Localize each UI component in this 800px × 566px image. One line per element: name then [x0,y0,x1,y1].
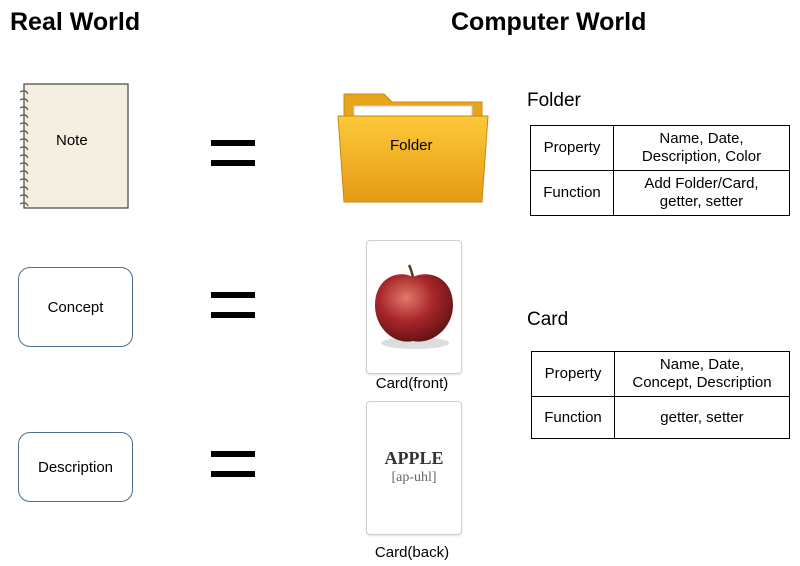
equals-sign-note [211,140,255,166]
table-key-cell: Property [531,351,615,397]
description-label: Description [37,458,114,476]
card-section-title: Card [527,309,569,330]
table-value-cell: getter, setter [614,396,790,439]
apple-icon [375,264,453,349]
equals-sign-description [211,451,255,477]
concept-label: Concept [47,298,104,316]
note-notebook: Note [16,82,132,212]
folder-graphic: Folder [334,80,492,210]
table-row: Function Add Folder/Card,getter, setter [530,170,790,216]
card-front-caption: Card(front) [375,375,449,392]
table-row: Property Name, Date,Concept, Description [531,351,790,397]
equals-sign-concept [211,292,255,318]
real-world-heading: Real World [10,8,141,36]
table-value-cell: Name, Date,Description, Color [613,125,790,171]
folder-section-title: Folder [527,90,581,111]
folder-icon [337,93,489,203]
card-back-pronunciation: [ap-uhl] [391,470,437,485]
table-key-cell: Function [531,396,615,439]
computer-world-heading: Computer World [451,8,647,36]
card-properties-table: Property Name, Date,Concept, Description… [531,351,790,439]
table-value-cell: Name, Date,Concept, Description [614,351,790,397]
description-box: Description [18,432,133,502]
notebook-icon [19,83,129,209]
table-key-cell: Function [530,170,614,216]
table-value-cell: Add Folder/Card,getter, setter [613,170,790,216]
card-back: APPLE [ap-uhl] [366,401,462,535]
card-back-word: APPLE [384,448,444,468]
table-row: Property Name, Date,Description, Color [530,125,790,171]
note-label: Note [56,132,88,149]
table-key-cell: Property [530,125,614,171]
card-front [366,240,462,374]
card-back-caption: Card(back) [374,544,450,561]
folder-label: Folder [390,137,433,154]
folder-properties-table: Property Name, Date,Description, Color F… [530,125,790,216]
concept-box: Concept [18,267,133,347]
table-row: Function getter, setter [531,396,790,439]
